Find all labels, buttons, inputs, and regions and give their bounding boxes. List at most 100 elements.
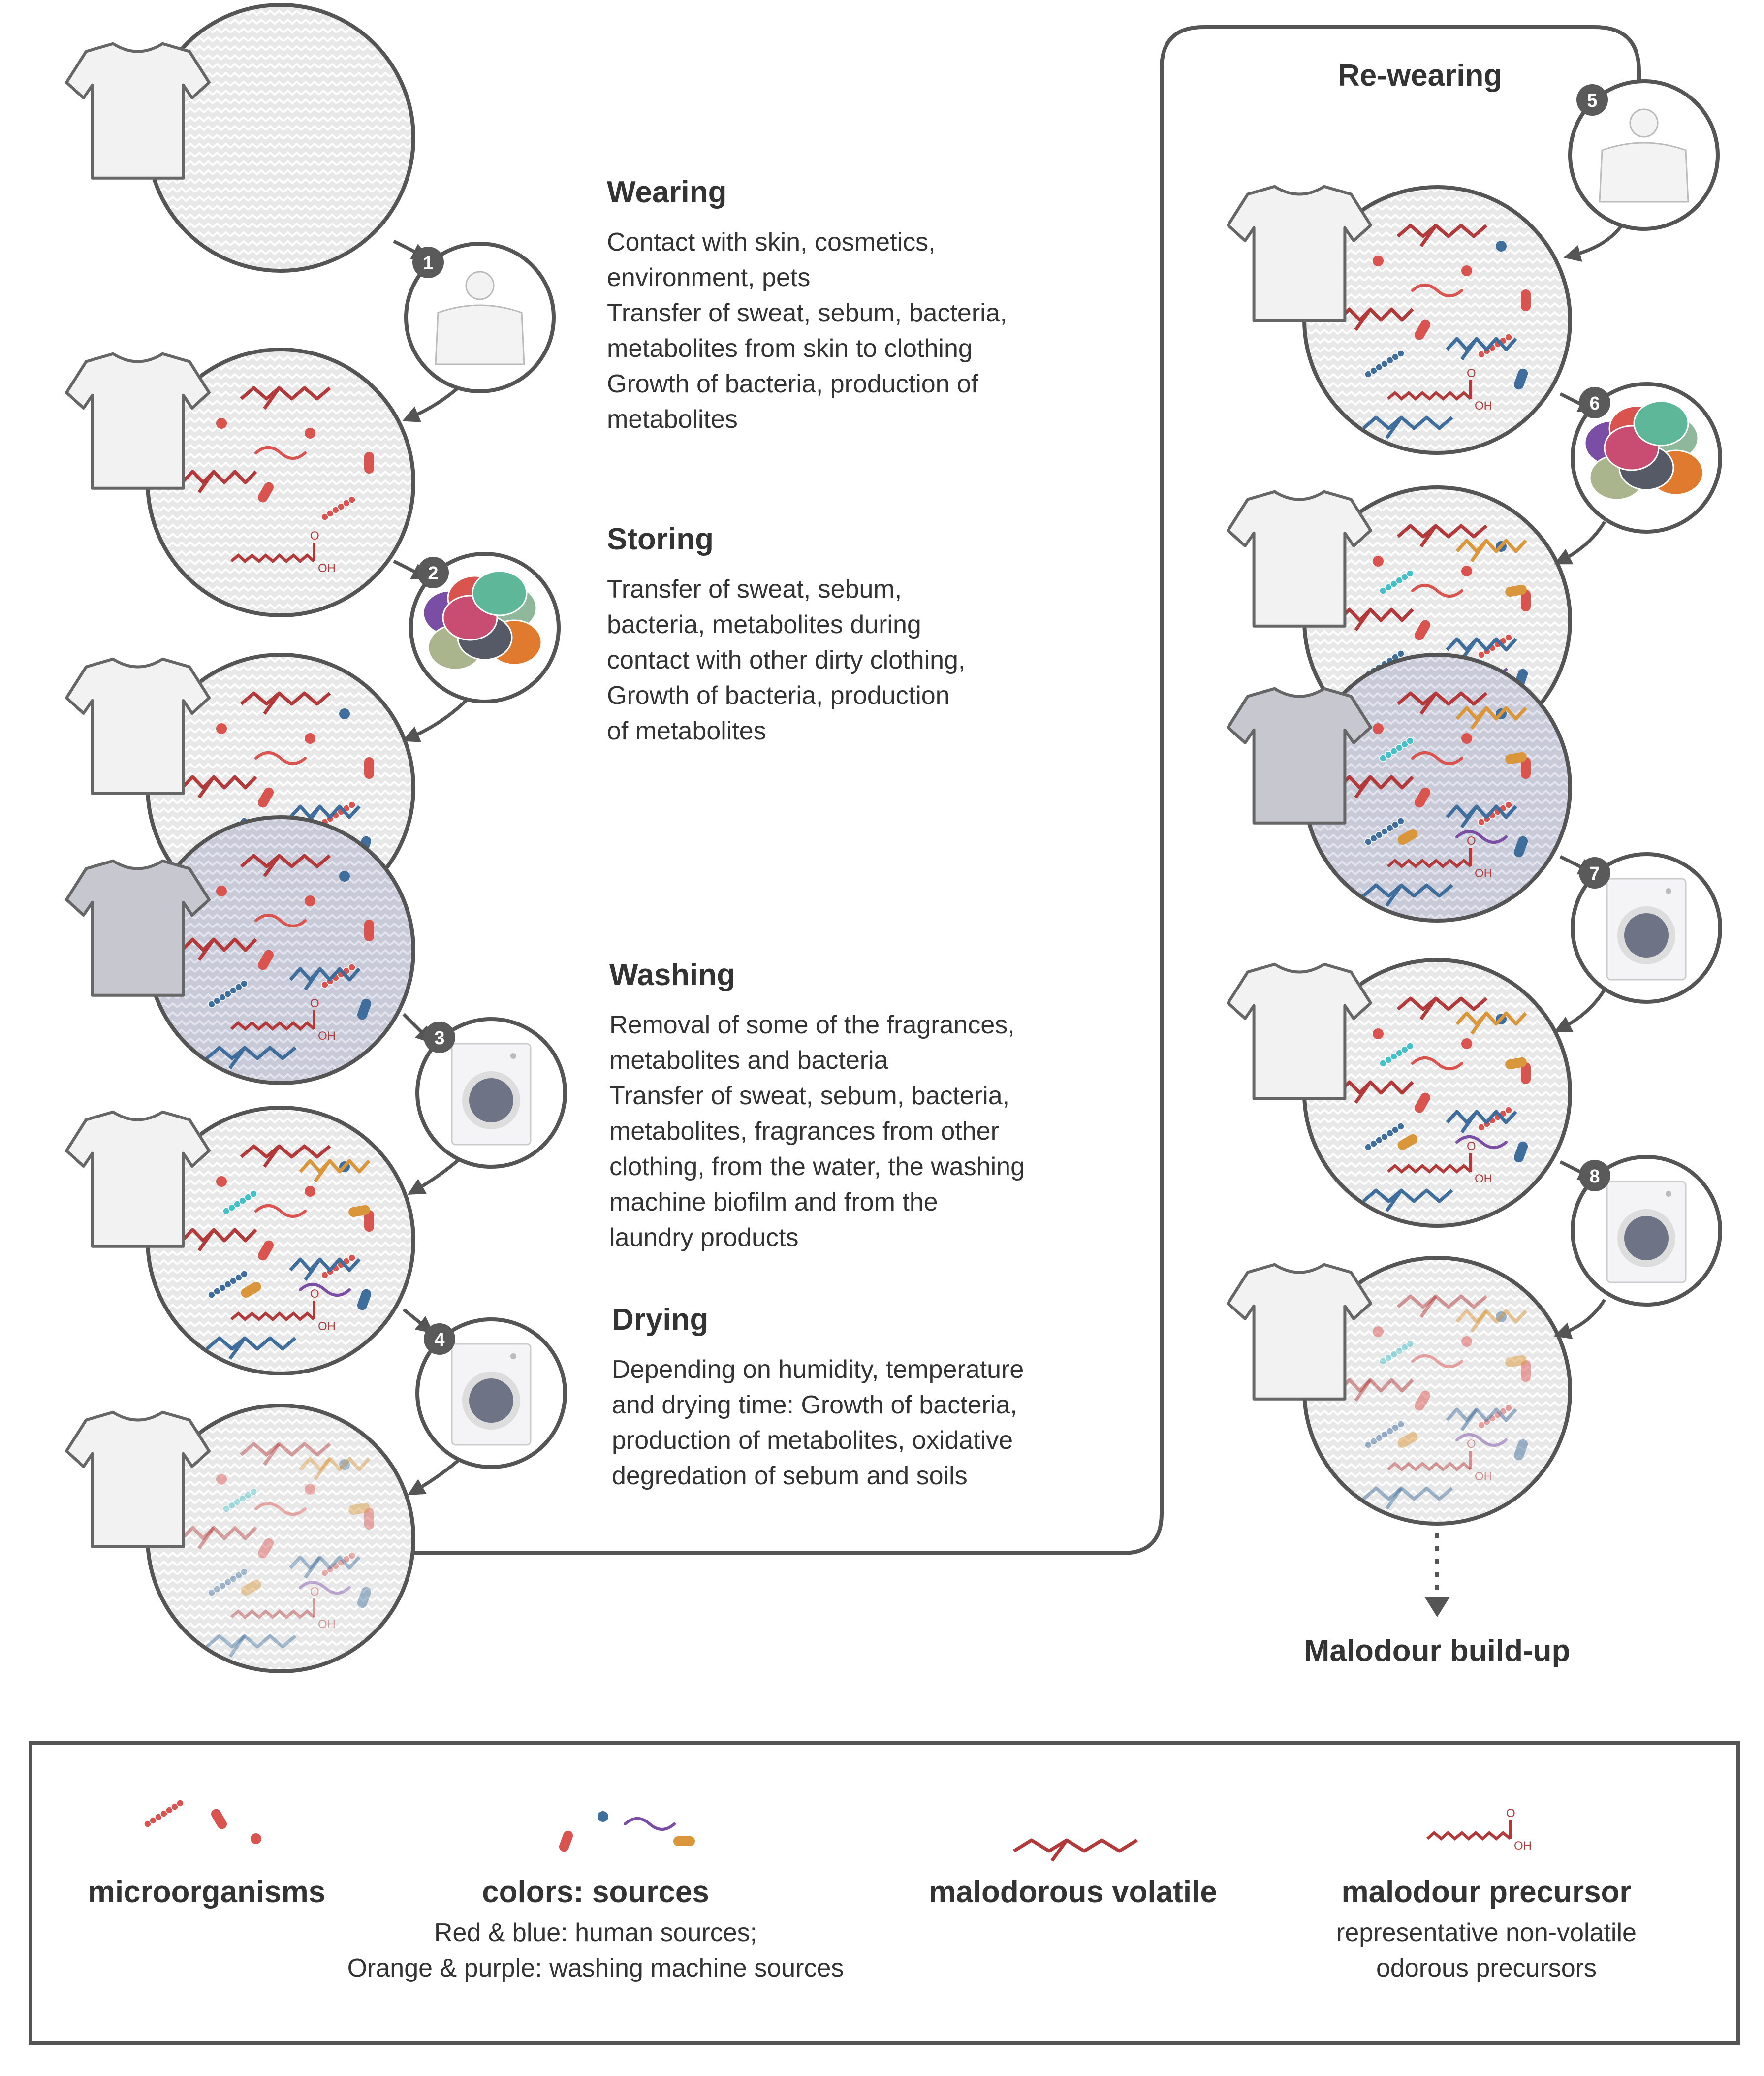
stage-wearing: Wearing Contact with skin, cosmetics, en… — [607, 175, 1007, 437]
cocci-chain-icon — [165, 1806, 173, 1814]
cocci-chain-icon — [1391, 1126, 1399, 1134]
cocci-chain-icon — [1381, 828, 1388, 835]
volatile-molecule-icon — [289, 1257, 361, 1272]
volatile-molecule-icon — [1455, 1309, 1527, 1324]
bacillus-icon — [1505, 584, 1527, 597]
legend-label-malodour-precursor: malodour precursor — [1341, 1875, 1632, 1909]
volatile-molecule-icon — [1446, 1110, 1517, 1124]
volatile-molecule-icon — [1362, 1486, 1453, 1501]
cocci-chain-icon — [348, 1552, 356, 1560]
cocci-chain-icon — [224, 990, 232, 998]
bacillus-icon — [258, 787, 274, 808]
stage-line: degredation of sebum and soils — [612, 1462, 968, 1490]
person-head-icon — [1629, 108, 1659, 138]
cocci-chain-icon — [149, 1817, 157, 1824]
volatile-branch — [228, 1337, 246, 1360]
volatile-molecule-icon — [1337, 775, 1414, 790]
stage-text-washing: Removal of some of the fragrances, metab… — [609, 1007, 1025, 1255]
cocci-chain-icon — [1386, 824, 1394, 832]
bacillus-icon — [348, 1502, 370, 1515]
cocci-chain-icon — [337, 1559, 345, 1566]
stage-storing: Storing Transfer of sweat, sebum, bacter… — [607, 522, 965, 749]
cocci-chain-icon — [239, 1197, 247, 1205]
stage-line: metabolites, fragrances from other — [609, 1117, 999, 1146]
cocci-chain-icon — [235, 1571, 243, 1579]
bacillus-icon — [258, 1240, 274, 1261]
volatile-molecule-icon — [1396, 224, 1488, 238]
cocci-chain-icon — [228, 1501, 236, 1509]
precursor-molecule-icon — [1387, 391, 1472, 401]
cocci-chain-icon — [1395, 1049, 1403, 1057]
cocci-chain-icon — [348, 801, 356, 809]
precursor-oh-label: OH — [318, 562, 336, 575]
stage-line: Growth of bacteria, production of — [607, 370, 978, 398]
precursor-o-label: O — [1467, 1437, 1476, 1451]
cocci-chain-icon — [1406, 1042, 1414, 1050]
step-2: 2 — [409, 552, 561, 703]
precursor-o-label: O — [310, 1585, 319, 1598]
volatile-branch — [1419, 692, 1437, 715]
cocci-chain-icon — [348, 1254, 356, 1262]
cocci-chain-icon — [224, 1578, 232, 1586]
cocci-chain-icon — [224, 1280, 232, 1288]
volatile-molecule-icon — [181, 1228, 257, 1243]
volatile-branch — [1419, 1295, 1437, 1318]
cocci-chain-icon — [1391, 1424, 1399, 1432]
volatile-molecule-icon — [181, 1526, 257, 1540]
cocci-chain-icon — [233, 1200, 241, 1208]
step-number-badge — [412, 247, 444, 278]
precursor-molecule-icon — [1387, 1462, 1472, 1471]
cocci-chain-icon — [171, 1803, 179, 1811]
cocci-chain-icon — [240, 980, 248, 988]
stage-line: Transfer of sweat, sebum, bacteria, — [609, 1082, 1010, 1110]
volatile-branch — [304, 1556, 321, 1579]
coccus-icon — [1461, 265, 1472, 276]
cocci-chain-icon — [250, 1190, 257, 1198]
bacillus-icon — [1397, 1134, 1418, 1150]
coccus-icon — [305, 733, 315, 744]
volatile-branch — [1385, 1189, 1403, 1213]
volatile-molecule-icon — [1362, 1188, 1453, 1203]
coccus-icon — [1373, 556, 1384, 567]
bacillus-icon — [364, 757, 374, 779]
cocci-chain-icon — [1364, 370, 1372, 378]
fabric-panel: O OH — [1227, 958, 1572, 1228]
cocci-chain-icon — [240, 1568, 248, 1576]
coccus-icon — [339, 708, 350, 719]
bacillus-icon — [1513, 1439, 1528, 1461]
volatile-molecule-icon — [289, 804, 361, 819]
coccus-icon — [251, 1833, 261, 1844]
cocci-chain-icon — [332, 1562, 340, 1570]
volatile-molecule-icon — [1446, 804, 1517, 819]
bacillus-icon — [1521, 590, 1531, 611]
cocci-chain-icon — [219, 1582, 226, 1590]
step-number: 5 — [1587, 91, 1597, 111]
volatile-branch — [197, 938, 216, 961]
bacillus-icon — [1513, 368, 1528, 390]
stage-line: environment, pets — [607, 263, 811, 292]
step-number-badge — [1576, 84, 1608, 116]
step-number-badge — [424, 1323, 455, 1355]
fabric-circle — [146, 3, 415, 273]
fabric-panel: OOH — [65, 815, 415, 1085]
stage-line: production of metabolites, oxidative — [612, 1426, 1013, 1455]
cocci-chain-icon — [1375, 363, 1383, 371]
volatile-branch — [1050, 1839, 1068, 1862]
precursor-o-label: O — [1467, 1140, 1476, 1153]
coccus-icon — [339, 871, 350, 882]
step-number: 6 — [1589, 393, 1600, 414]
coccus-icon — [305, 428, 315, 439]
cocci-chain-icon — [1401, 1046, 1409, 1054]
precursor-oh-label: OH — [1475, 1172, 1492, 1185]
volatile-branch — [1354, 608, 1372, 632]
volatile-branch — [1385, 884, 1403, 907]
bacillus-icon — [357, 1587, 372, 1608]
cocci-chain-icon — [1401, 740, 1409, 748]
bacillus-icon — [241, 1580, 261, 1596]
cocci-chain-icon — [321, 513, 329, 521]
coccus-icon — [339, 1459, 350, 1470]
cocci-chain-icon — [233, 1498, 241, 1506]
volatile-molecule-icon — [181, 470, 257, 484]
volatile-molecule-icon — [289, 1555, 361, 1570]
cocci-chain-icon — [321, 1271, 329, 1279]
